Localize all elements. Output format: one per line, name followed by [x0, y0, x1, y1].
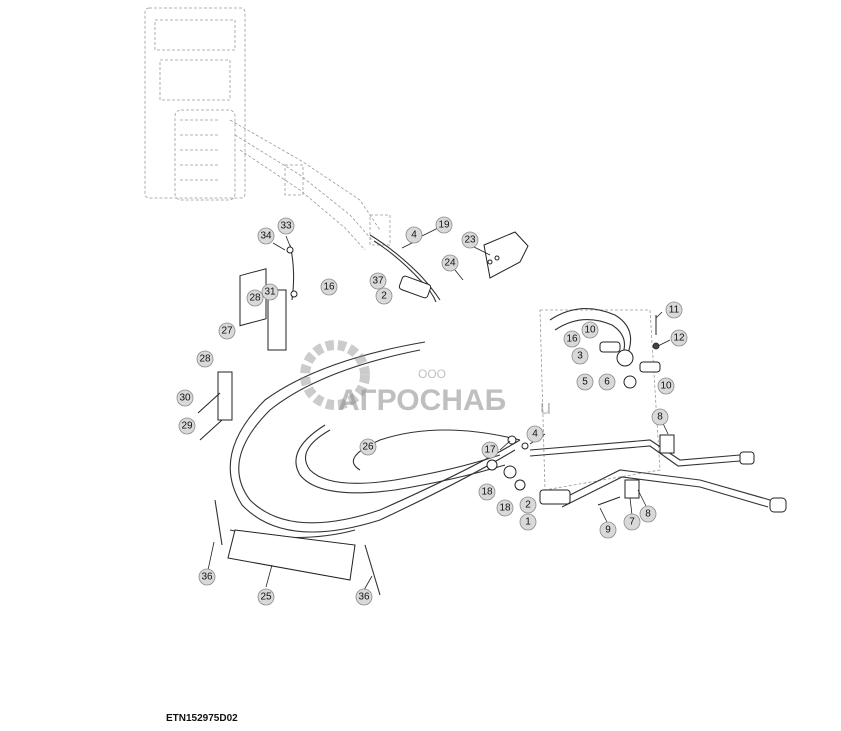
callout[interactable]: 8	[639, 505, 657, 523]
valve-block-assembly	[486, 308, 787, 513]
watermark-small-text: ООО	[418, 367, 446, 381]
svg-text:4: 4	[532, 429, 538, 440]
svg-text:18: 18	[499, 503, 511, 514]
callout[interactable]: 11	[665, 301, 683, 319]
callout[interactable]: 17	[481, 441, 499, 459]
svg-text:3: 3	[577, 351, 583, 362]
svg-text:33: 33	[280, 221, 292, 232]
callout[interactable]: 30	[176, 389, 194, 407]
svg-text:24: 24	[444, 258, 456, 269]
callout[interactable]: 25	[257, 588, 275, 606]
svg-text:8: 8	[657, 412, 663, 423]
callouts: 34 33 16 37 2 4 19 23 24 28 31 27 28 30 …	[176, 216, 688, 606]
callout[interactable]: 31	[261, 283, 279, 301]
figure-code: ETN152975D02	[166, 713, 238, 724]
callout[interactable]: 6	[598, 373, 616, 391]
svg-text:8: 8	[645, 509, 651, 520]
svg-text:16: 16	[323, 282, 335, 293]
watermark-main-text: АГРОСНАБ	[338, 384, 506, 417]
svg-text:10: 10	[660, 381, 672, 392]
svg-text:31: 31	[264, 287, 276, 298]
svg-text:1: 1	[525, 517, 531, 528]
callout[interactable]: 12	[670, 329, 688, 347]
svg-text:11: 11	[669, 305, 680, 316]
svg-text:9: 9	[605, 525, 611, 536]
svg-text:26: 26	[362, 442, 374, 453]
svg-text:28: 28	[199, 354, 211, 365]
callout[interactable]: 29	[178, 417, 196, 435]
callout[interactable]: 23	[461, 231, 479, 249]
callout[interactable]: 8	[651, 408, 669, 426]
svg-text:29: 29	[181, 421, 193, 432]
callout[interactable]: 36	[355, 588, 373, 606]
svg-text:17: 17	[484, 445, 496, 456]
callout[interactable]: 18	[496, 499, 514, 517]
callout[interactable]: 28	[196, 350, 214, 368]
callout[interactable]: 1	[519, 513, 537, 531]
svg-text:12: 12	[673, 333, 685, 344]
svg-text:7: 7	[629, 517, 635, 528]
svg-text:34: 34	[260, 231, 272, 242]
svg-text:28: 28	[249, 293, 261, 304]
callout[interactable]: 36	[198, 568, 216, 586]
svg-text:6: 6	[604, 377, 610, 388]
callout[interactable]: 4	[405, 226, 423, 244]
callout[interactable]: 26	[359, 438, 377, 456]
svg-text:10: 10	[584, 325, 596, 336]
callout[interactable]: 28	[246, 289, 264, 307]
callout[interactable]: 2	[519, 496, 537, 514]
svg-text:19: 19	[438, 220, 450, 231]
callout[interactable]: 34	[257, 227, 275, 245]
callout[interactable]: 2	[375, 287, 393, 305]
svg-text:2: 2	[381, 291, 387, 302]
svg-text:36: 36	[358, 592, 370, 603]
callout[interactable]: 27	[218, 322, 236, 340]
svg-text:25: 25	[260, 592, 272, 603]
svg-text:2: 2	[525, 500, 531, 511]
callout[interactable]: 33	[277, 217, 295, 235]
svg-text:27: 27	[221, 326, 233, 337]
watermark-suffix-text: u	[540, 397, 551, 419]
svg-text:30: 30	[179, 393, 191, 404]
svg-text:4: 4	[411, 230, 417, 241]
callout[interactable]: 16	[320, 278, 338, 296]
callout[interactable]: 4	[526, 425, 544, 443]
svg-text:36: 36	[201, 572, 213, 583]
callout[interactable]: 37	[369, 272, 387, 290]
loop-hoses	[214, 341, 521, 596]
svg-text:23: 23	[464, 235, 476, 246]
callout[interactable]: 10	[581, 321, 599, 339]
watermark: ООО АГРОСНАБ u	[300, 340, 551, 419]
callout[interactable]: 16	[563, 330, 581, 348]
callout[interactable]: 3	[571, 347, 589, 365]
callout[interactable]: 7	[623, 513, 641, 531]
callout[interactable]: 19	[435, 216, 453, 234]
callout[interactable]: 24	[441, 254, 459, 272]
svg-text:16: 16	[566, 334, 578, 345]
callout[interactable]: 5	[576, 373, 594, 391]
svg-text:37: 37	[372, 276, 384, 287]
callout[interactable]: 18	[478, 483, 496, 501]
callout[interactable]: 9	[599, 521, 617, 539]
svg-text:18: 18	[481, 487, 493, 498]
callout[interactable]: 10	[657, 377, 675, 395]
ghost-frame-assembly	[144, 7, 391, 251]
svg-text:5: 5	[582, 377, 588, 388]
leader-lines	[207, 224, 671, 591]
